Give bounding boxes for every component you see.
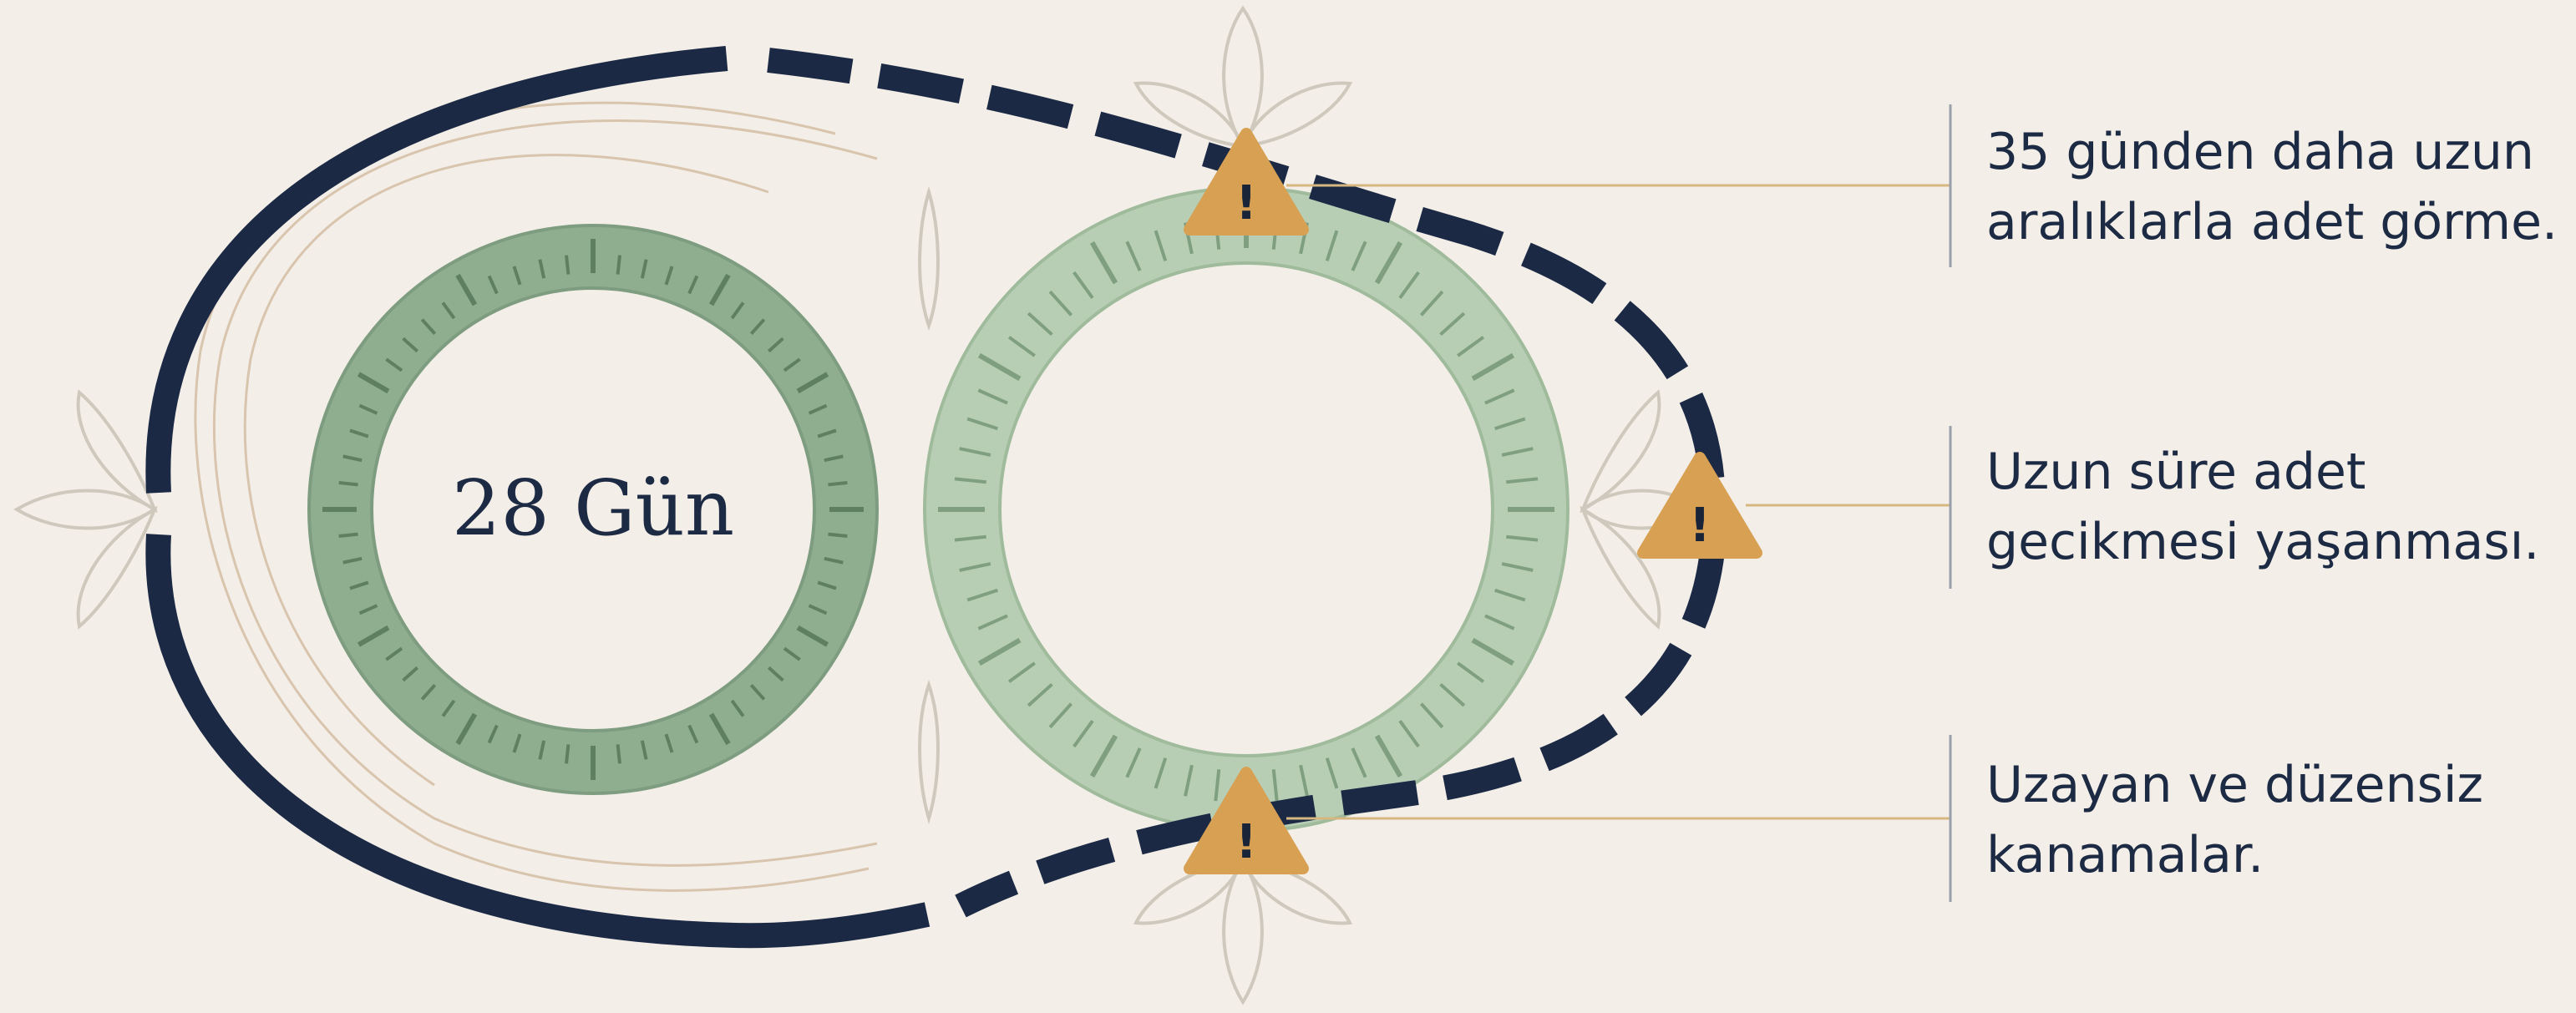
callout-long-interval: 35 günden daha uzun aralıklarla adet gör… [1986,117,2576,257]
ring-tick [566,744,568,763]
svg-text:!: ! [1235,176,1257,230]
ring-tick [618,256,620,275]
callout-long-delay: Uzun süre adet gecikmesi yaşanması. [1986,437,2576,577]
svg-text:!: ! [1689,499,1711,553]
warning-icon: ! [1643,458,1757,553]
ring-tick [339,534,358,536]
ring-tick [339,483,358,484]
ring-tick [828,483,847,484]
cycle-ring-right [925,188,1568,831]
warning-icon: ! [1189,134,1303,230]
svg-text:!: ! [1235,815,1257,869]
ring-tick [828,534,847,536]
ring-tick [618,744,620,763]
callout-irregular-bleeding: Uzayan ve düzensiz kanamalar. [1986,750,2576,890]
cycle-length-label: 28 Gün [452,463,734,553]
ring-tick [566,256,568,275]
